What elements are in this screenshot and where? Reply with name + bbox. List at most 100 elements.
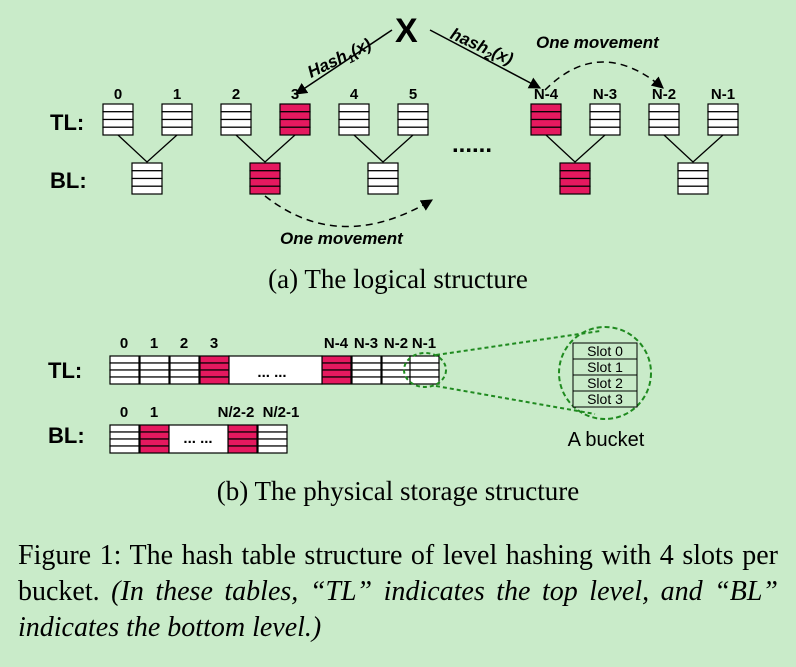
bottom-index-label: 0 (120, 404, 128, 421)
bucket-slot (227, 424, 258, 433)
bucket-slot (589, 126, 621, 136)
bucket-slot (249, 177, 281, 187)
top-bucket (648, 103, 680, 136)
bottom-index-label: N/2-1 (263, 404, 300, 421)
slot-label: Slot 0 (587, 343, 623, 359)
array-bucket (139, 355, 170, 385)
bucket-slot (397, 118, 429, 128)
bottom-bucket (677, 162, 709, 195)
bucket-slot (381, 369, 412, 378)
bucket-slot (367, 177, 399, 187)
array-bucket (409, 355, 440, 385)
top-index-label: N-3 (354, 335, 378, 352)
top-bucket (102, 103, 134, 136)
bucket-slot (279, 103, 311, 113)
bucket-slot (161, 103, 193, 113)
bucket-slot (279, 126, 311, 136)
top-index-label: 2 (232, 86, 240, 103)
caption-note: (In these tables, “TL” indicates the top… (18, 576, 779, 643)
physical-structure: TL: BL: 0 1 2 3 N-4 N-3 N-2 N-1 0 1 N/2-… (48, 326, 652, 506)
bucket-slot (257, 438, 288, 447)
logical-top-indices: 0 1 2 3 4 5 N-4 N-3 N-2 N-1 (114, 86, 735, 103)
bottom-bucket (367, 162, 399, 195)
bucket-slot (139, 355, 170, 364)
bucket-slot (109, 362, 140, 371)
bucket-slot (559, 185, 591, 195)
bucket-slot (102, 126, 134, 136)
bucket-slot (321, 355, 352, 364)
bucket-slot (707, 103, 739, 113)
top-index-label: N-2 (384, 335, 408, 352)
top-index-label: N-3 (593, 86, 617, 103)
top-index-label: N-2 (652, 86, 676, 103)
bucket-slot (199, 376, 230, 385)
bucket-slot (351, 369, 382, 378)
bucket-slot (409, 376, 440, 385)
bucket-slot (227, 438, 258, 447)
top-bucket (338, 103, 370, 136)
bucket-slot (139, 369, 170, 378)
logical-bottom-level-label: BL: (50, 168, 87, 193)
movement-arrow-bottom (264, 195, 434, 228)
logical-top-buckets (102, 103, 739, 136)
bucket-slot (677, 185, 709, 195)
bucket-slot (338, 111, 370, 121)
bucket-slot (321, 369, 352, 378)
top-bucket (220, 103, 252, 136)
bucket-slot (169, 355, 200, 364)
top-index-label: N-1 (711, 86, 735, 103)
bucket-slot (131, 162, 163, 172)
array-bucket (227, 424, 258, 454)
top-index-label: N-4 (534, 86, 559, 103)
bucket-slot (161, 126, 193, 136)
bucket-slot (530, 126, 562, 136)
physical-top-array (109, 355, 440, 385)
bucket-slot (109, 445, 140, 454)
top-index-label: 0 (120, 335, 128, 352)
bucket-slot (409, 362, 440, 371)
bucket-slot (321, 362, 352, 371)
bucket-slot (139, 438, 170, 447)
bucket-slot (338, 103, 370, 113)
top-bucket (589, 103, 621, 136)
top-index-label: 4 (350, 86, 359, 103)
bucket-label: A bucket (568, 429, 645, 451)
bucket-slot (279, 118, 311, 128)
bucket-slot (648, 118, 680, 128)
bucket-slot (677, 162, 709, 172)
bucket-slot (367, 170, 399, 180)
bucket-slot (257, 445, 288, 454)
bucket-slot (648, 103, 680, 113)
array-bucket (381, 355, 412, 385)
bucket-slot (351, 355, 382, 364)
bucket-slot (648, 111, 680, 121)
caption-main: Figure 1: The hash table structure of le… (18, 540, 778, 607)
bucket-slot (109, 376, 140, 385)
top-index-label: 2 (180, 335, 188, 352)
bucket-slot (381, 355, 412, 364)
bottom-bucket (249, 162, 281, 195)
bucket-slot (109, 355, 140, 364)
hash2-arrow (429, 29, 542, 89)
bucket-slot (169, 369, 200, 378)
bucket-slot (257, 424, 288, 433)
physical-bottom-indices: 0 1 N/2-2 N/2-1 (120, 404, 300, 421)
bucket-slot (102, 103, 134, 113)
bucket-slot (102, 111, 134, 121)
array-bucket (199, 355, 230, 385)
top-index-label: 5 (409, 86, 417, 103)
bucket-slot (161, 111, 193, 121)
logical-bottom-buckets (131, 162, 709, 195)
bucket-slot (559, 162, 591, 172)
bucket-slot (707, 111, 739, 121)
bucket-slot (139, 431, 170, 440)
top-bucket (707, 103, 739, 136)
bucket-slot (409, 369, 440, 378)
bucket-slot (139, 424, 170, 433)
logical-subcaption: (a) The logical structure (268, 264, 528, 294)
bucket-slot (102, 118, 134, 128)
bucket-slot (249, 162, 281, 172)
top-bucket (530, 103, 562, 136)
bucket-slot (220, 103, 252, 113)
bucket-slot (397, 103, 429, 113)
